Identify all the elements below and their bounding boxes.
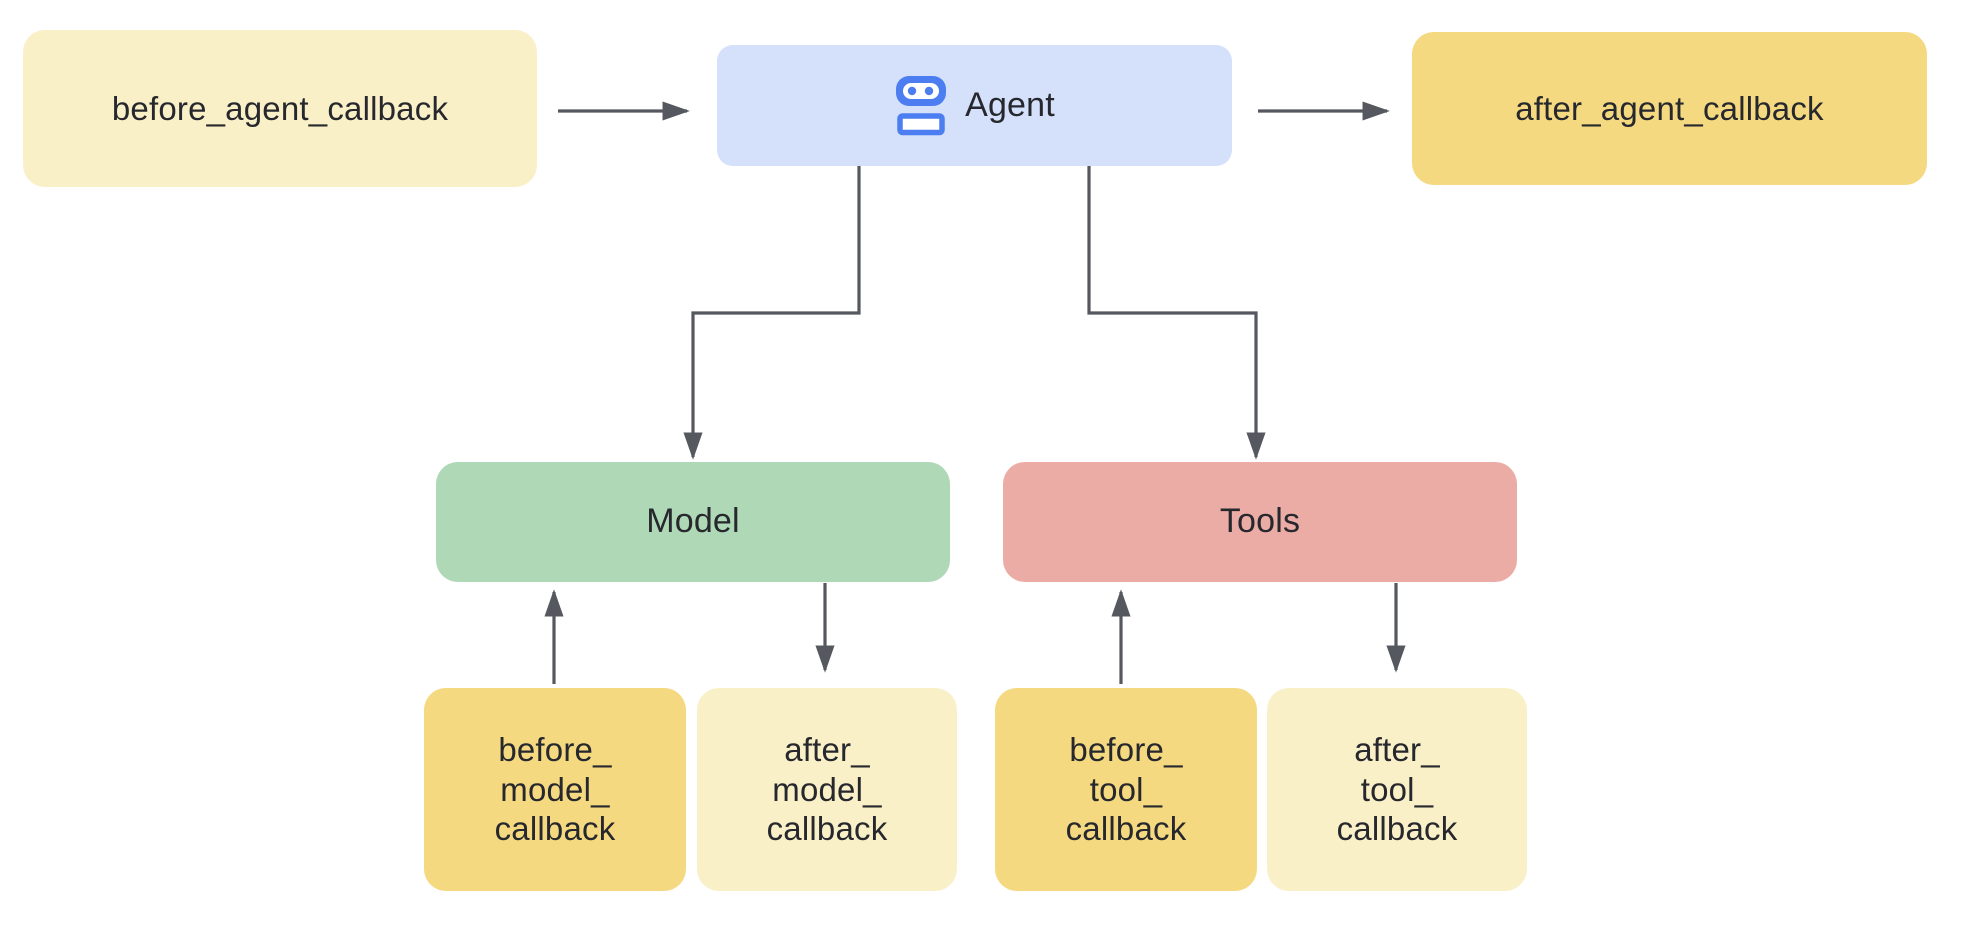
- node-before-tool-callback: before_ tool_ callback: [995, 688, 1257, 891]
- tools-label: Tools: [1219, 502, 1301, 541]
- model-label: Model: [646, 502, 740, 541]
- after-model-callback-label: after_ model_ callback: [766, 730, 888, 848]
- robot-icon: [894, 75, 948, 136]
- before-agent-callback-label: before_agent_callback: [111, 89, 449, 127]
- node-after-tool-callback: after_ tool_ callback: [1267, 688, 1527, 891]
- node-before-model-callback: before_ model_ callback: [424, 688, 686, 891]
- edge-agent-to-model-arrow: [683, 166, 861, 460]
- node-model: Model: [436, 462, 950, 582]
- node-after-agent-callback: after_agent_callback: [1412, 32, 1927, 185]
- after-tool-callback-label: after_ tool_ callback: [1336, 730, 1458, 848]
- before-tool-callback-label: before_ tool_ callback: [1065, 730, 1187, 848]
- after-agent-callback-label: after_agent_callback: [1515, 89, 1824, 127]
- node-tools: Tools: [1003, 462, 1517, 582]
- node-agent: Agent: [717, 45, 1232, 166]
- node-after-model-callback: after_ model_ callback: [697, 688, 957, 891]
- node-before-agent-callback: before_agent_callback: [23, 30, 537, 187]
- edge-agent-to-tools-arrow: [1087, 166, 1266, 460]
- agent-label: Agent: [965, 85, 1055, 124]
- before-model-callback-label: before_ model_ callback: [494, 730, 616, 848]
